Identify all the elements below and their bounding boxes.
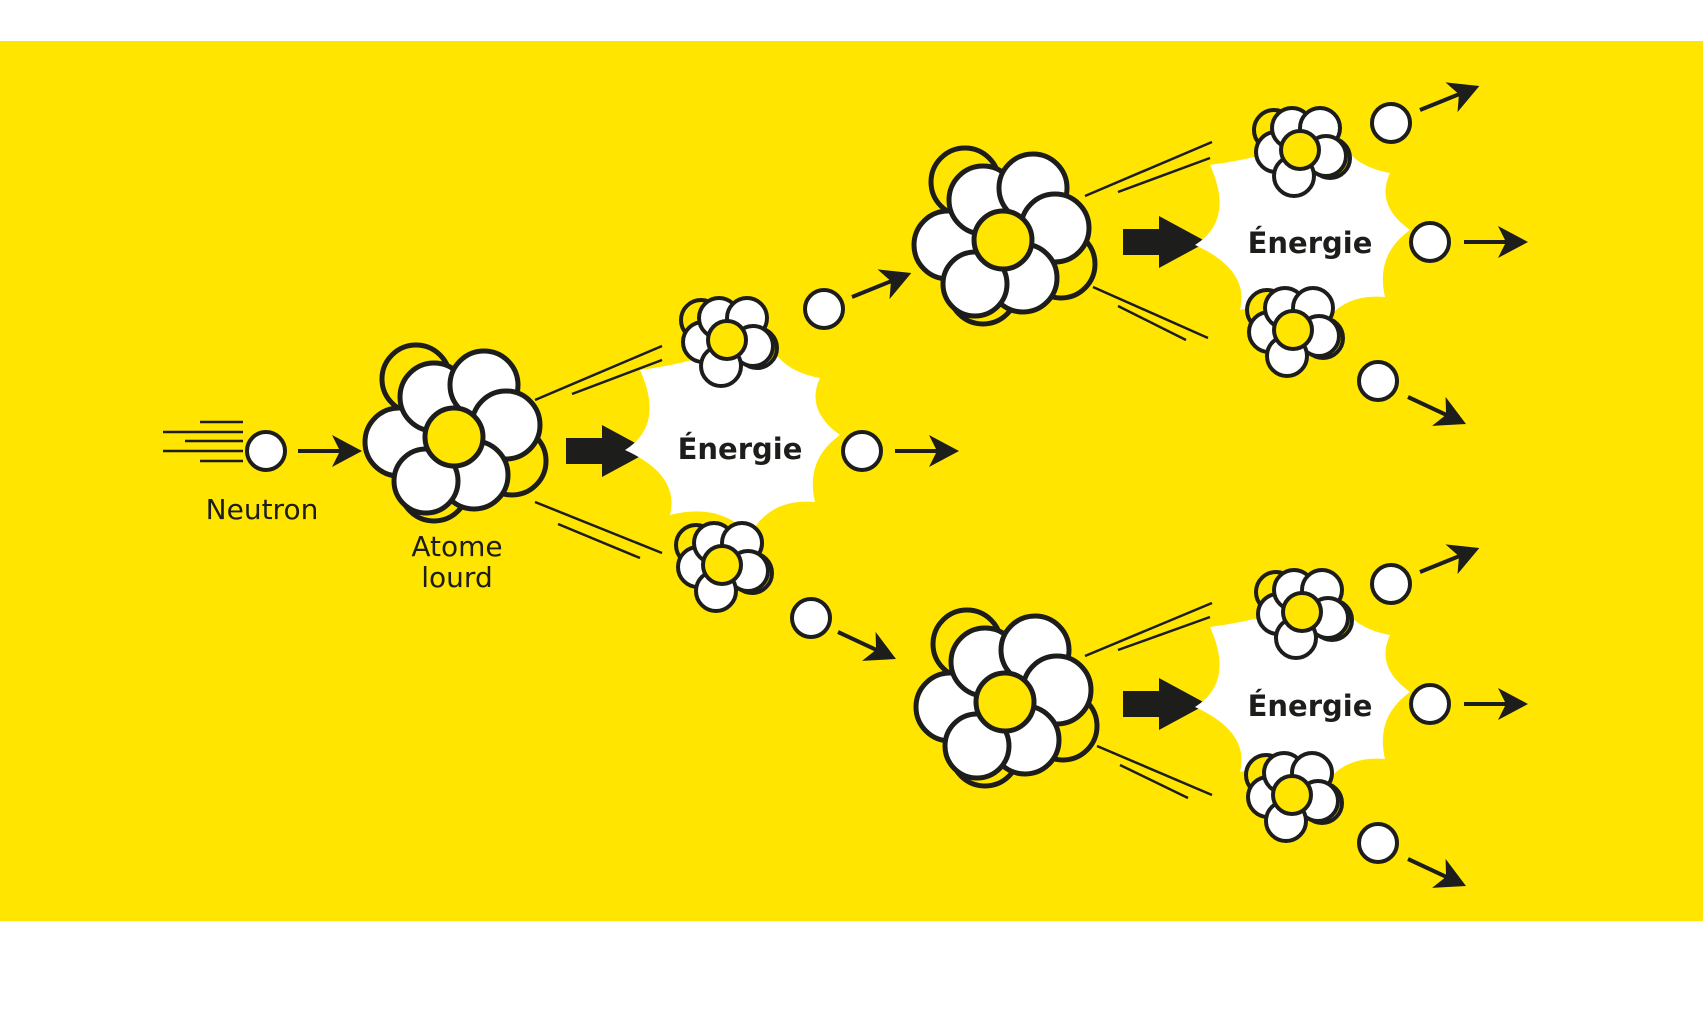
neutron-icon	[1370, 563, 1412, 605]
split-lines	[534, 344, 663, 560]
background-band	[0, 41, 1703, 921]
neutron-icon	[1357, 822, 1399, 864]
neutron-icon	[245, 430, 287, 472]
neutron-icon	[790, 597, 832, 639]
split-lines	[1084, 601, 1213, 800]
neutron-icon	[1409, 683, 1451, 725]
energy-label: Énergie	[1248, 689, 1373, 723]
neutron-icon	[1409, 221, 1451, 263]
energy-label: Énergie	[1248, 226, 1373, 260]
energy-label: Énergie	[678, 432, 803, 466]
neutron-icon	[1357, 360, 1399, 402]
neutron-label: Neutron	[206, 493, 319, 526]
neutron-icon	[1370, 102, 1412, 144]
split-lines	[1084, 140, 1213, 342]
neutron-icon	[841, 430, 883, 472]
incoming-neutron-group	[163, 420, 364, 472]
heavy-atom-label-line1: Atome	[411, 530, 502, 563]
heavy-atom-label-line2: lourd	[421, 561, 492, 594]
neutron-icon	[803, 288, 845, 330]
